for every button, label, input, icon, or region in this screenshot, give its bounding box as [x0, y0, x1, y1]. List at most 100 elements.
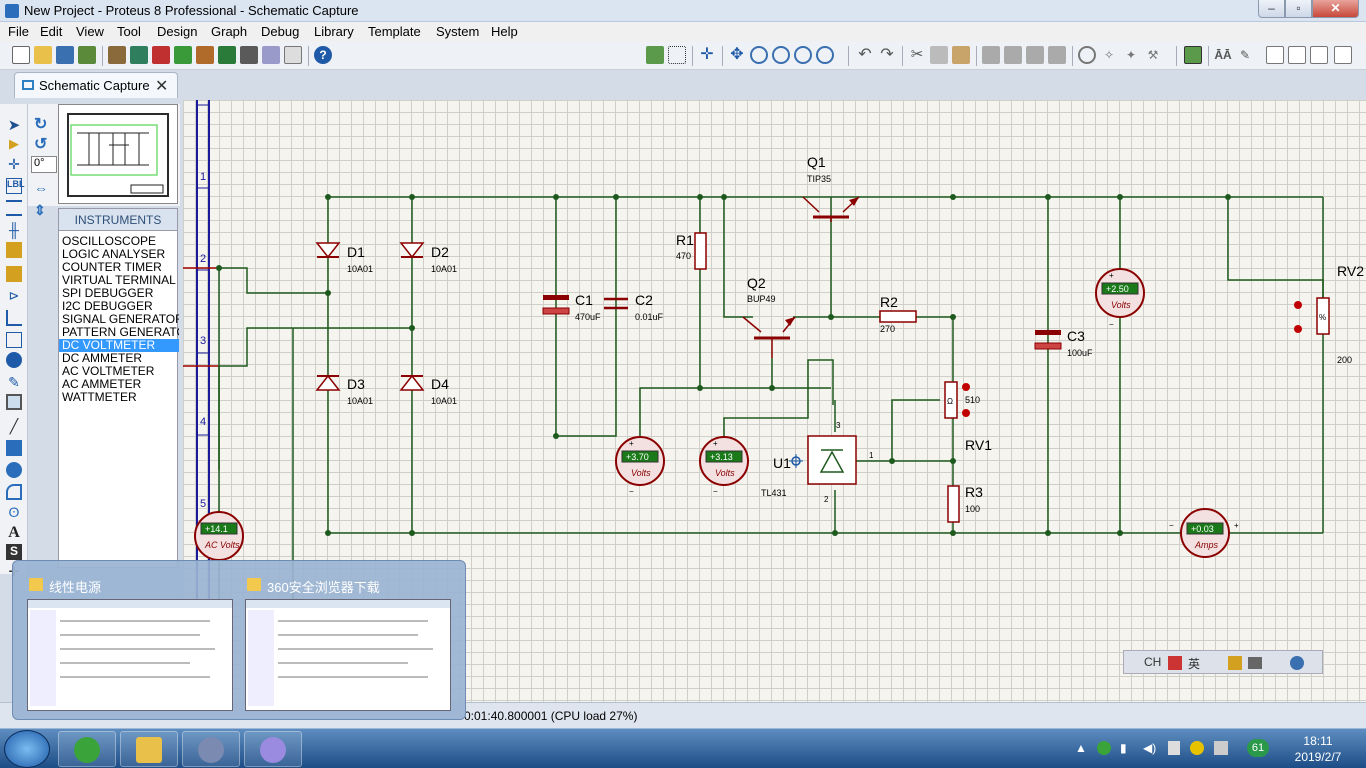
taskbar-assistant[interactable]: [244, 731, 302, 767]
capacitor-c2[interactable]: C2 0.01uF: [604, 292, 664, 322]
menu-design[interactable]: Design: [157, 24, 198, 39]
remove-sheet-icon[interactable]: [1288, 46, 1306, 64]
dc-ammeter[interactable]: +0.03 Amps − +: [1169, 508, 1239, 558]
selection-mode-icon[interactable]: ➤: [7, 117, 21, 134]
transistor-q1[interactable]: Q1 TIP35: [802, 154, 860, 222]
menu-debug[interactable]: Debug: [261, 24, 300, 39]
arc-tool-icon[interactable]: [6, 484, 22, 500]
source-code-icon[interactable]: [262, 46, 280, 64]
redo-icon[interactable]: ↷: [880, 46, 894, 63]
instrument-virtual-terminal[interactable]: VIRTUAL TERMINAL: [62, 274, 176, 287]
path-tool-icon[interactable]: ʘ: [8, 504, 20, 520]
zoom-out-icon[interactable]: [772, 46, 790, 64]
close-button[interactable]: ✕: [1312, 0, 1359, 18]
instrument-pattern-generator[interactable]: PATTERN GENERATO: [62, 326, 179, 339]
instrument-ac-ammeter[interactable]: AC AMMETER: [62, 378, 142, 391]
menu-library[interactable]: Library: [314, 24, 354, 39]
zoom-all-icon[interactable]: [794, 46, 812, 64]
import-icon[interactable]: [78, 46, 96, 64]
paste-icon[interactable]: [952, 46, 970, 64]
help-icon[interactable]: ?: [314, 46, 332, 64]
rotation-angle-field[interactable]: 0°: [31, 156, 57, 173]
save-icon[interactable]: [56, 46, 74, 64]
circle-tool-icon[interactable]: [6, 462, 22, 478]
ime-help-icon[interactable]: [1290, 656, 1304, 670]
instrument-dc-voltmeter[interactable]: DC VOLTMETER: [59, 339, 179, 352]
mirror-horizontal-icon[interactable]: ⇔: [34, 180, 48, 196]
bom-icon[interactable]: [240, 46, 258, 64]
resistor-r3[interactable]: R3 100: [947, 484, 983, 523]
zoom-in-icon[interactable]: [750, 46, 768, 64]
refresh-icon[interactable]: [646, 46, 664, 64]
start-button[interactable]: [4, 730, 50, 768]
minimize-button[interactable]: –: [1258, 0, 1285, 18]
voltage-probe-icon[interactable]: ✎: [8, 374, 20, 390]
pick-device-icon[interactable]: [1078, 46, 1096, 64]
ime-tool-icon[interactable]: [1228, 656, 1242, 670]
resistor-r1[interactable]: R1 470: [676, 232, 707, 270]
menu-help[interactable]: Help: [491, 24, 518, 39]
subcircuit-icon[interactable]: [6, 242, 22, 258]
pcb-layout-icon[interactable]: [152, 46, 170, 64]
security-icon[interactable]: [1190, 741, 1204, 755]
menu-graph[interactable]: Graph: [211, 24, 248, 39]
input-method-icon[interactable]: [1168, 656, 1182, 670]
lang-indicator[interactable]: 英: [1188, 657, 1201, 671]
graph-mode-icon[interactable]: [6, 310, 22, 326]
instrument-counter-timer[interactable]: COUNTER TIMER: [62, 261, 162, 274]
capacitor-c3[interactable]: C3 100uF: [1034, 328, 1093, 358]
transistor-q2[interactable]: Q2 BUP49: [742, 275, 796, 358]
box-tool-icon[interactable]: [6, 440, 22, 456]
property-tool-icon[interactable]: ✎: [1239, 48, 1251, 62]
soft-keyboard-icon[interactable]: [1248, 657, 1262, 669]
origin-icon[interactable]: ✛: [700, 46, 714, 63]
notes-icon[interactable]: [284, 46, 302, 64]
potentiometer-rv2[interactable]: % RV2 200: [1294, 263, 1364, 365]
instrument-wattmeter[interactable]: WATTMETER: [62, 391, 137, 404]
3d-viewer-icon[interactable]: [174, 46, 192, 64]
volume-icon[interactable]: ◀): [1143, 741, 1157, 755]
capacitor-c1[interactable]: C1 470uF: [542, 292, 601, 322]
diode-d4[interactable]: D4 10A01: [399, 374, 457, 406]
network-icon[interactable]: ▮: [1120, 741, 1127, 755]
menu-file[interactable]: File: [8, 24, 29, 39]
instrument-logic-analyser[interactable]: LOGIC ANALYSER: [62, 248, 166, 261]
maximize-button[interactable]: ▫: [1285, 0, 1312, 18]
speed-badge[interactable]: 61: [1247, 739, 1269, 757]
menu-system[interactable]: System: [436, 24, 480, 39]
block-delete-icon[interactable]: [1048, 46, 1066, 64]
wire-label-icon[interactable]: LBL: [6, 178, 25, 194]
menu-view[interactable]: View: [76, 24, 104, 39]
rotate-anticlockwise-icon[interactable]: ↺: [34, 136, 48, 153]
system-clock[interactable]: 18:11 2019/2/7: [1288, 733, 1348, 765]
instrument-dc-ammeter[interactable]: DC AMMETER: [62, 352, 143, 365]
regulator-u1[interactable]: 1 2 3 U1 TL431: [761, 421, 874, 504]
pan-icon[interactable]: ✥: [730, 46, 744, 63]
taskbar-explorer[interactable]: [120, 731, 178, 767]
schematic-icon[interactable]: [130, 46, 148, 64]
ac-voltmeter[interactable]: +14.1 AC Volts: [194, 511, 244, 561]
device-pins-icon[interactable]: ⊳: [8, 288, 20, 303]
open-folder-icon[interactable]: [34, 46, 52, 64]
zoom-area-icon[interactable]: [816, 46, 834, 64]
show-hidden-icons[interactable]: ▲: [1075, 741, 1087, 755]
instrument-i2c-debugger[interactable]: I2C DEBUGGER: [62, 300, 153, 313]
menu-edit[interactable]: Edit: [40, 24, 63, 39]
tray-app-icon[interactable]: [1214, 741, 1228, 755]
exit-parent-icon[interactable]: [1310, 46, 1328, 64]
rotate-clockwise-icon[interactable]: ↻: [34, 116, 48, 133]
block-copy-icon[interactable]: [982, 46, 1000, 64]
mirror-vertical-icon[interactable]: ⇕: [34, 202, 46, 218]
cut-icon[interactable]: ✂: [910, 46, 924, 63]
wire-autorouter-icon[interactable]: [1184, 46, 1202, 64]
360-tray-icon[interactable]: [1097, 741, 1111, 755]
line-tool-icon[interactable]: ╱: [9, 418, 19, 434]
generator-icon[interactable]: [6, 352, 22, 368]
search-tag-icon[interactable]: ĀĀ: [1214, 48, 1232, 62]
menu-tool[interactable]: Tool: [117, 24, 141, 39]
decompose-icon[interactable]: ⚒: [1147, 48, 1159, 62]
usb-icon[interactable]: [1168, 741, 1180, 755]
grid-toggle-icon[interactable]: [668, 46, 686, 64]
make-device-icon[interactable]: ✧: [1103, 48, 1115, 62]
instrument-signal-generator[interactable]: SIGNAL GENERATOR: [62, 313, 179, 326]
